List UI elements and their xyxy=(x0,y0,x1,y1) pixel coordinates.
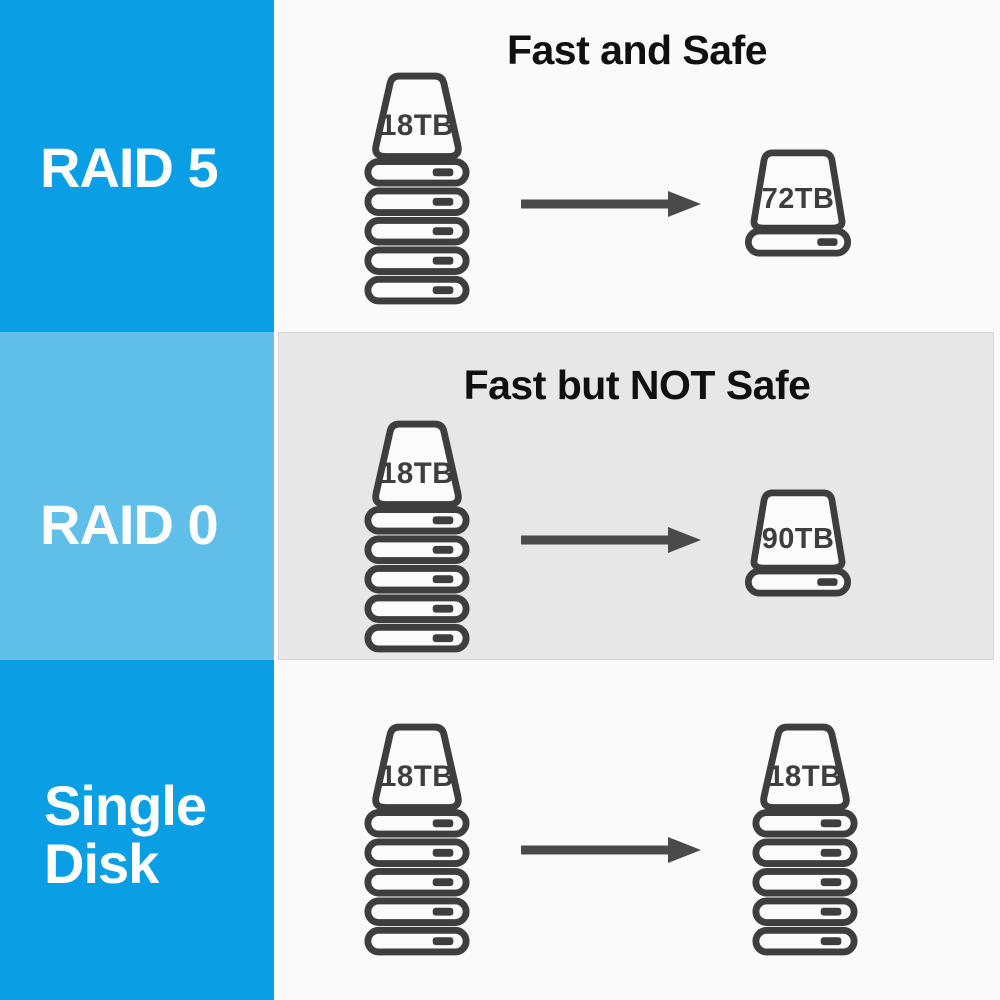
section-title-raid5: Fast and Safe xyxy=(506,27,768,73)
sidebar-item-raid0 xyxy=(0,332,274,660)
disk-activity-dashes xyxy=(432,516,454,643)
single-disk-icon: 72TB xyxy=(744,149,852,257)
disk-capacity-label: 90TB xyxy=(762,523,835,555)
sidebar-label-raid0: RAID 0 xyxy=(40,493,219,556)
sidebar-label-raid5: RAID 5 xyxy=(40,136,219,199)
sidebar-item-raid5 xyxy=(0,0,274,332)
disk-stack-icon: 18TB xyxy=(364,72,470,305)
disk-activity-dashes xyxy=(432,168,454,295)
disk-activity-dash xyxy=(817,238,838,246)
disk-activity-dash xyxy=(817,578,838,586)
disk-capacity-label: 18TB xyxy=(380,457,454,490)
disk-activity-dashes xyxy=(820,819,842,946)
section-title-raid0: Fast but NOT Safe xyxy=(463,362,811,408)
disk-stack-icon: 18TB xyxy=(364,420,470,653)
right-arrow-icon xyxy=(521,191,701,217)
sidebar-item-single-disk xyxy=(0,660,274,1000)
disk-stack-icon: 18TB xyxy=(364,723,470,956)
single-disk-icon: 90TB xyxy=(744,489,852,597)
right-arrow-icon xyxy=(521,527,701,553)
disk-capacity-label: 18TB xyxy=(380,109,454,142)
right-arrow-icon xyxy=(521,837,701,863)
disk-activity-dashes xyxy=(432,819,454,946)
disk-capacity-label: 18TB xyxy=(380,760,454,793)
sidebar-label-single-disk: Single Disk xyxy=(44,774,207,896)
disk-capacity-label: 18TB xyxy=(768,760,842,793)
disk-capacity-label: 72TB xyxy=(762,183,835,215)
disk-stack-icon: 18TB xyxy=(752,723,858,956)
